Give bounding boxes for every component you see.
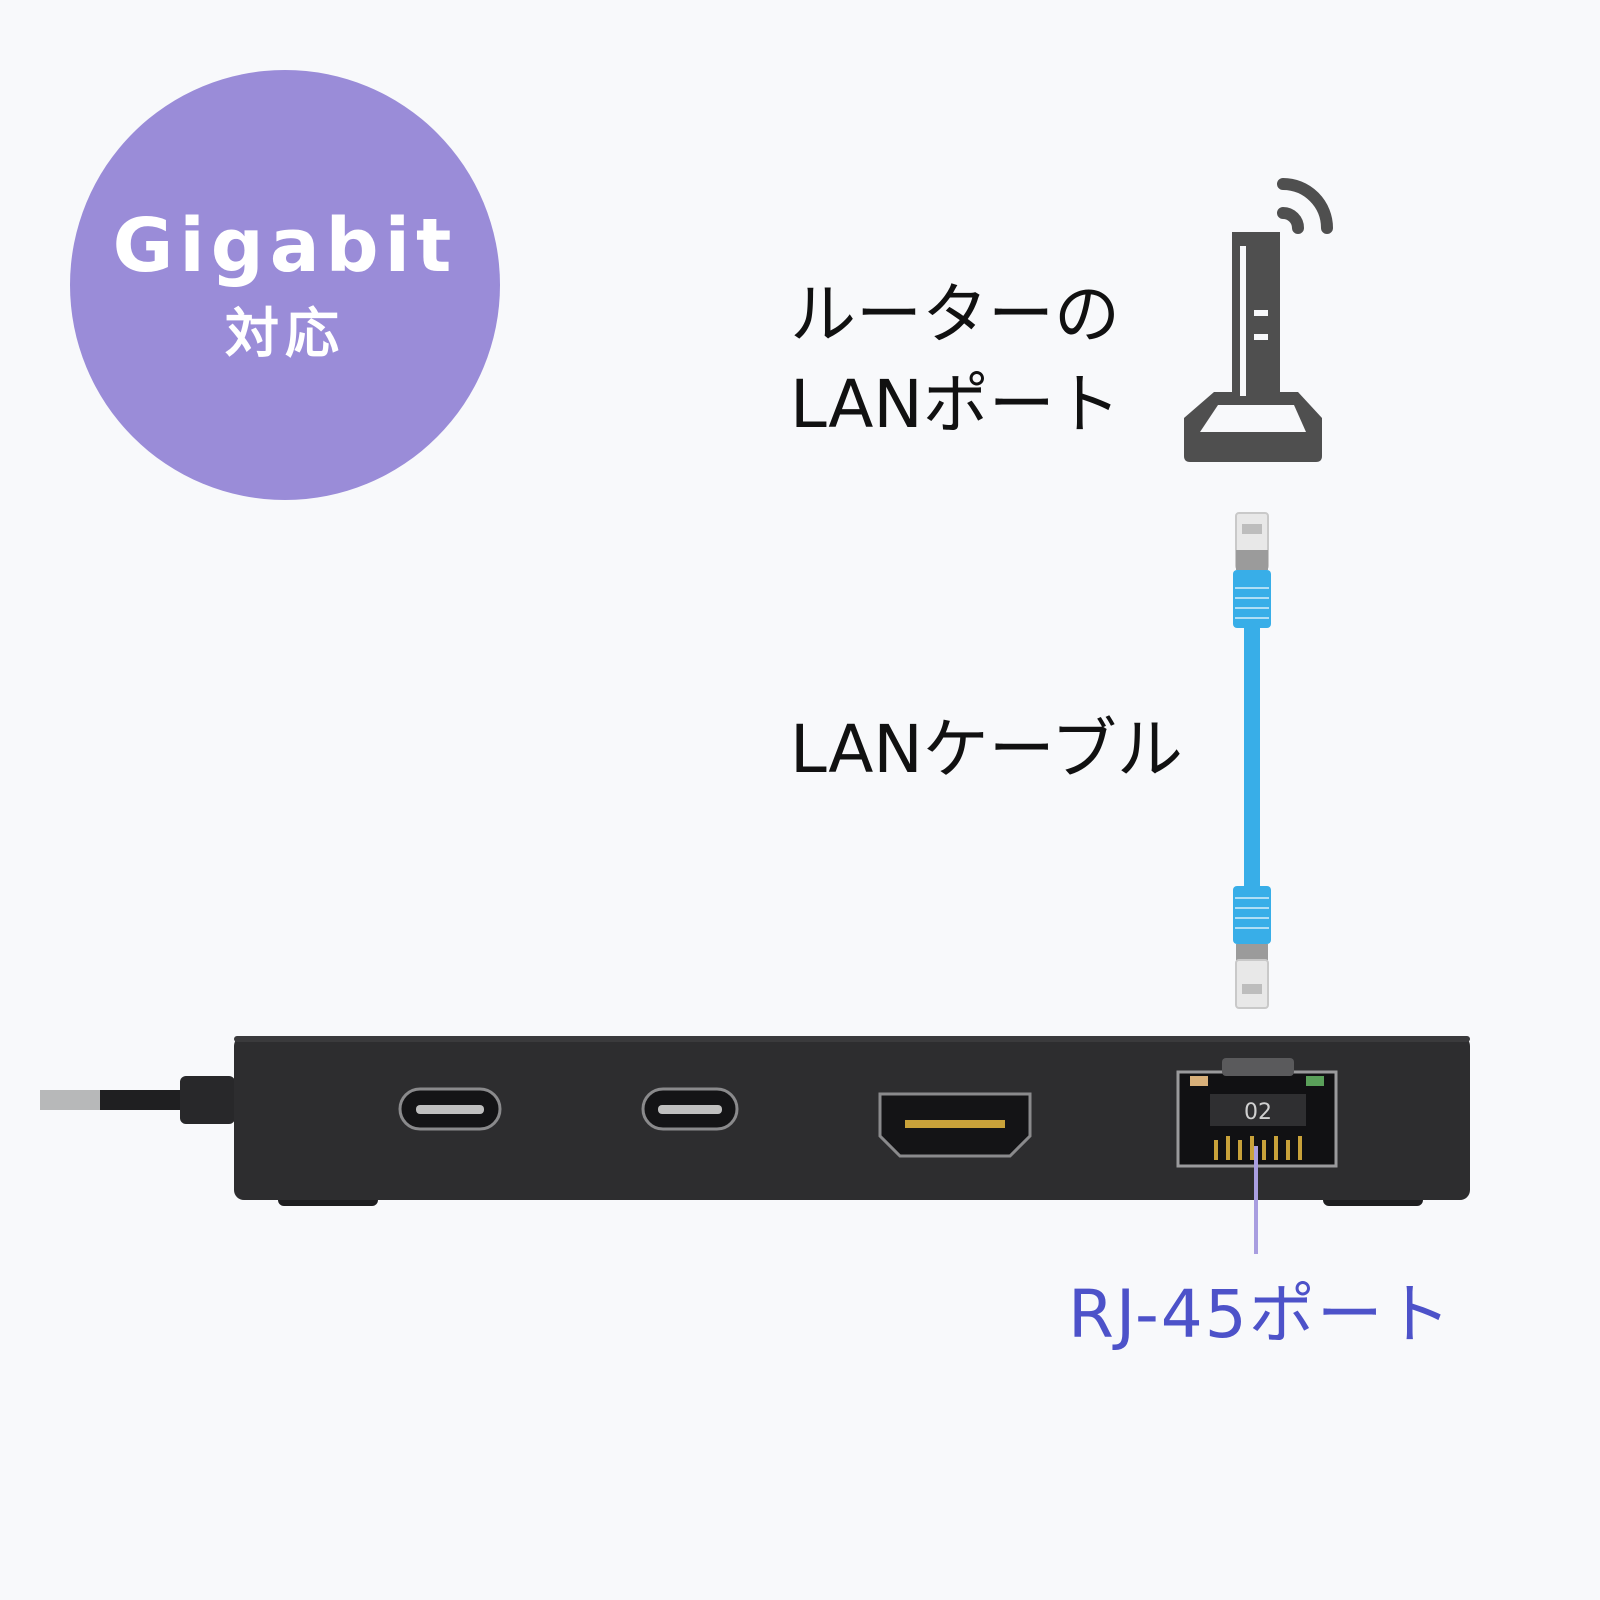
router-slot xyxy=(1240,246,1246,396)
lan-cable-label: LANケーブル xyxy=(790,711,1183,788)
router-tower xyxy=(1232,232,1280,408)
lan-cable-icon xyxy=(1233,512,1271,1009)
router-base-inner xyxy=(1200,405,1306,432)
cable-wire xyxy=(1244,626,1260,888)
cable-strain-relief xyxy=(180,1076,235,1124)
hub-cable xyxy=(40,1076,235,1124)
router-icon xyxy=(1184,232,1322,462)
router-led-2 xyxy=(1254,334,1268,340)
router-port-label: ルーターの LANポート xyxy=(790,276,1121,443)
usb-hub: 02 xyxy=(234,1036,1470,1206)
hdmi-port xyxy=(878,1092,1032,1158)
badge-title: Gigabit xyxy=(112,203,458,289)
lan-led-left xyxy=(1190,1076,1208,1086)
hub-body xyxy=(234,1036,1470,1200)
top-plug-metal xyxy=(1236,550,1268,570)
usb-c-port-1 xyxy=(398,1087,502,1131)
router-led-1 xyxy=(1254,310,1268,316)
gigabit-badge: Gigabit 対応 xyxy=(70,70,500,500)
bottom-boot xyxy=(1233,886,1271,944)
rj45-port-label: RJ-45ポート xyxy=(1068,1276,1453,1353)
lan-led-right xyxy=(1306,1076,1324,1086)
wifi-signal-icon xyxy=(1277,178,1333,234)
badge-subtitle: 対応 xyxy=(225,302,345,365)
usb-c-port-2 xyxy=(641,1087,739,1131)
rj45-port-number: 02 xyxy=(1244,1100,1272,1125)
